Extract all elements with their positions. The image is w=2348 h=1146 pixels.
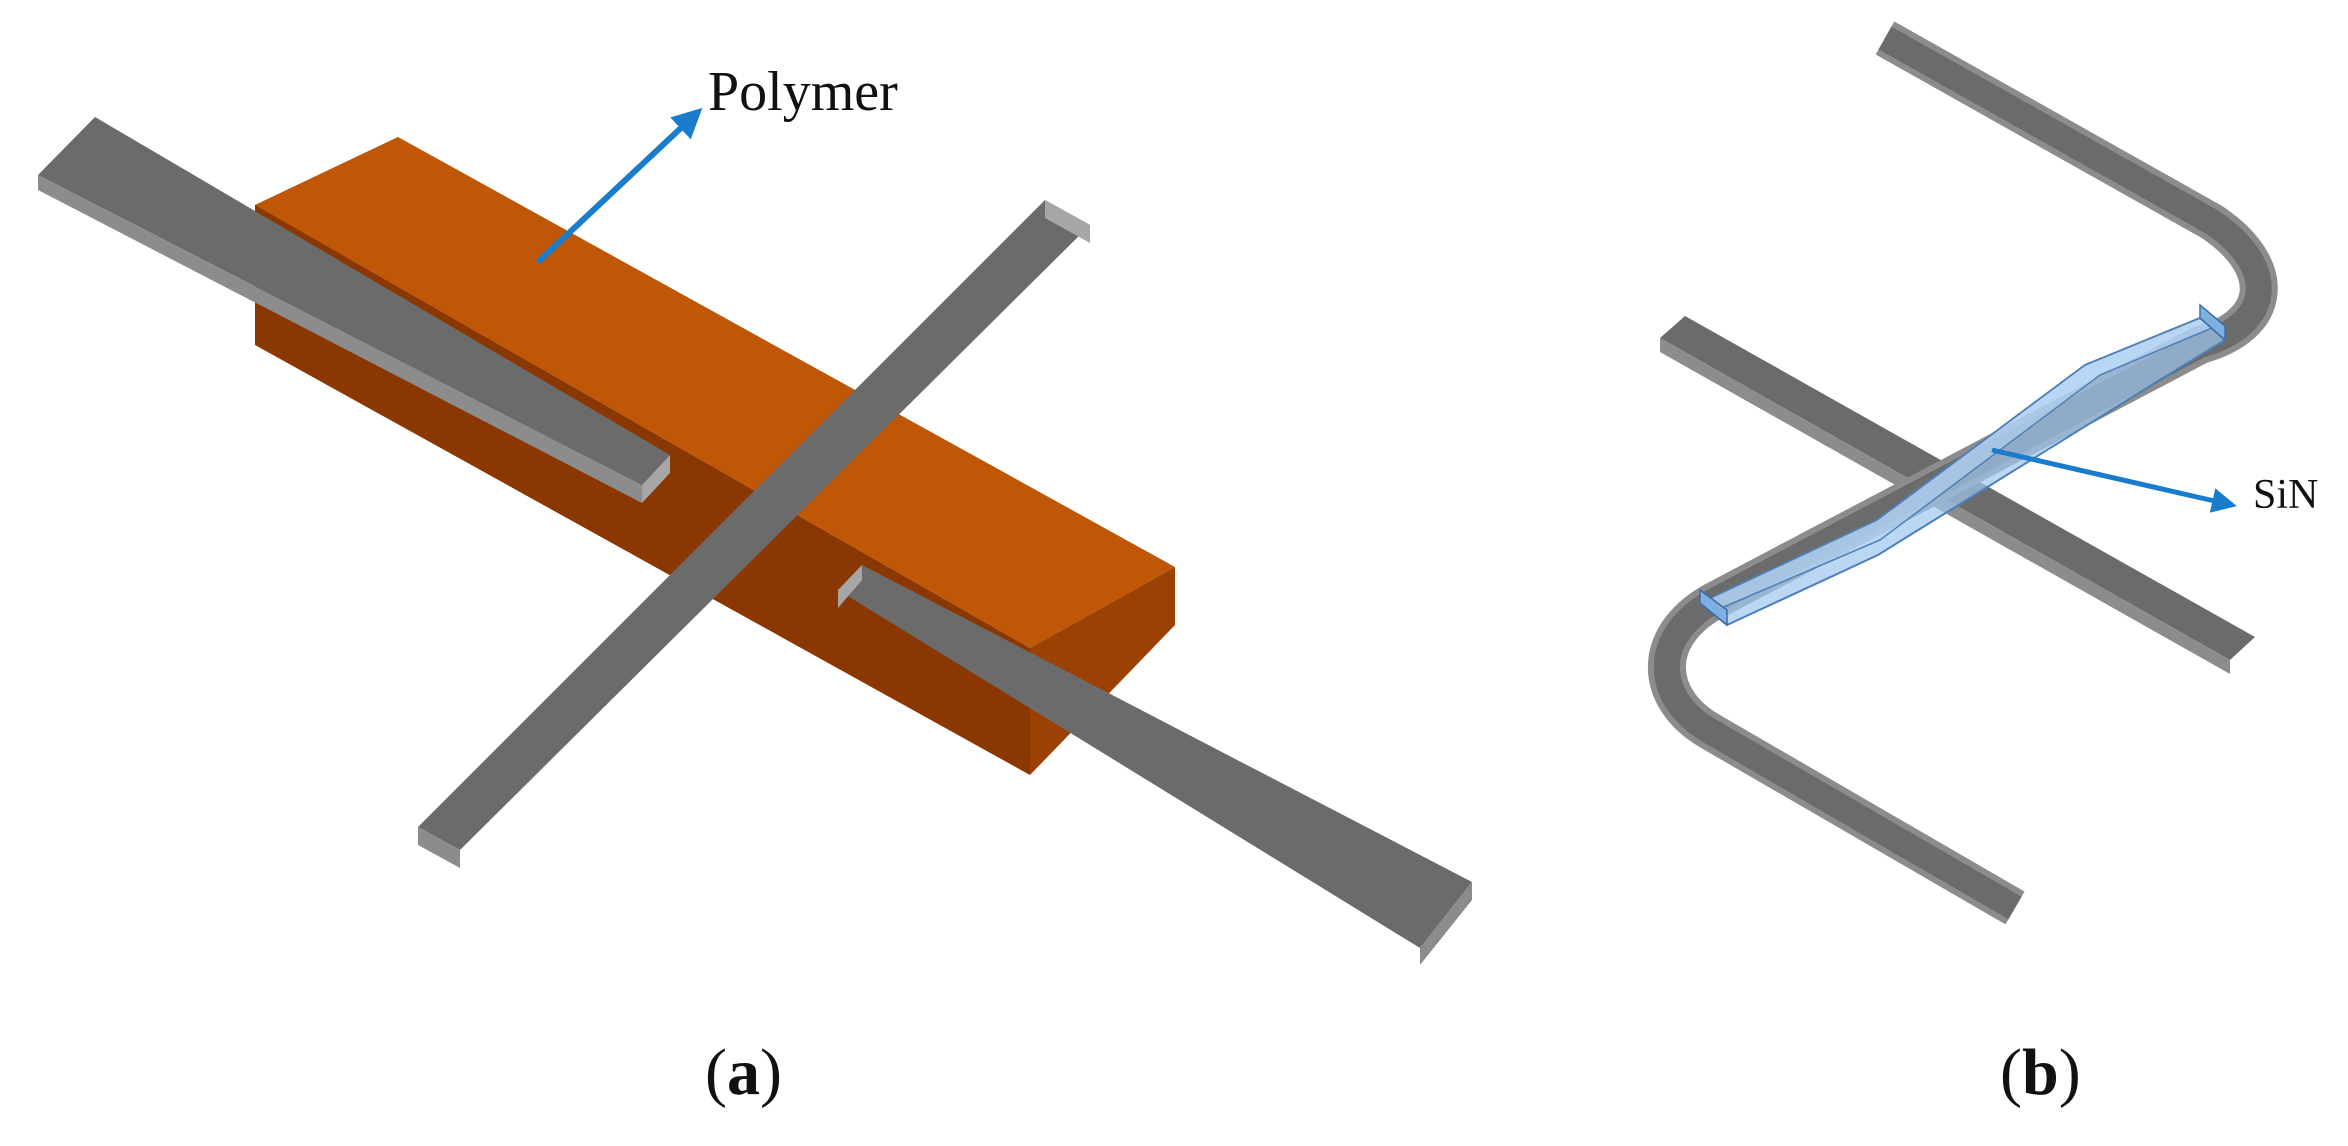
panel-a-caption-letter: a	[726, 1036, 760, 1109]
panel-b: SiN	[1647, 21, 2318, 925]
panel-a-caption-close: )	[759, 1036, 782, 1109]
right-waveguide-end	[838, 565, 862, 608]
panel-a: Polymer	[38, 61, 1472, 965]
crossing-waveguide-end	[1045, 200, 1090, 243]
sin-end-face-right	[2199, 303, 2226, 342]
panel-b-caption-open: (	[2000, 1036, 2022, 1109]
polymer-label: Polymer	[708, 61, 898, 123]
left-waveguide	[38, 117, 670, 503]
left-waveguide-side	[38, 175, 642, 503]
polymer-top-face	[255, 137, 1175, 648]
panel-a-caption: (a)	[705, 1040, 782, 1106]
right-waveguide	[838, 565, 1472, 965]
sin-overlay	[1698, 303, 2227, 627]
sin-label: SiN	[2253, 472, 2318, 518]
sin-end-face-left	[1699, 588, 1728, 627]
panel-b-caption: (b)	[2000, 1040, 2081, 1106]
left-waveguide-end	[642, 455, 670, 503]
panel-a-caption-open: (	[705, 1036, 727, 1109]
panel-b-caption-letter: b	[2021, 1036, 2059, 1109]
polymer-callout-arrow	[535, 107, 703, 265]
panel-b-caption-close: )	[2058, 1036, 2081, 1109]
crossing-waveguide-top	[418, 200, 1090, 850]
left-waveguide-top	[38, 117, 670, 485]
right-waveguide-top	[838, 565, 1472, 948]
crossing-waveguide	[418, 200, 1090, 868]
right-waveguide-side	[1420, 882, 1472, 965]
sin-callout-arrow	[1991, 447, 2237, 513]
crossing-waveguide-side	[418, 827, 460, 868]
